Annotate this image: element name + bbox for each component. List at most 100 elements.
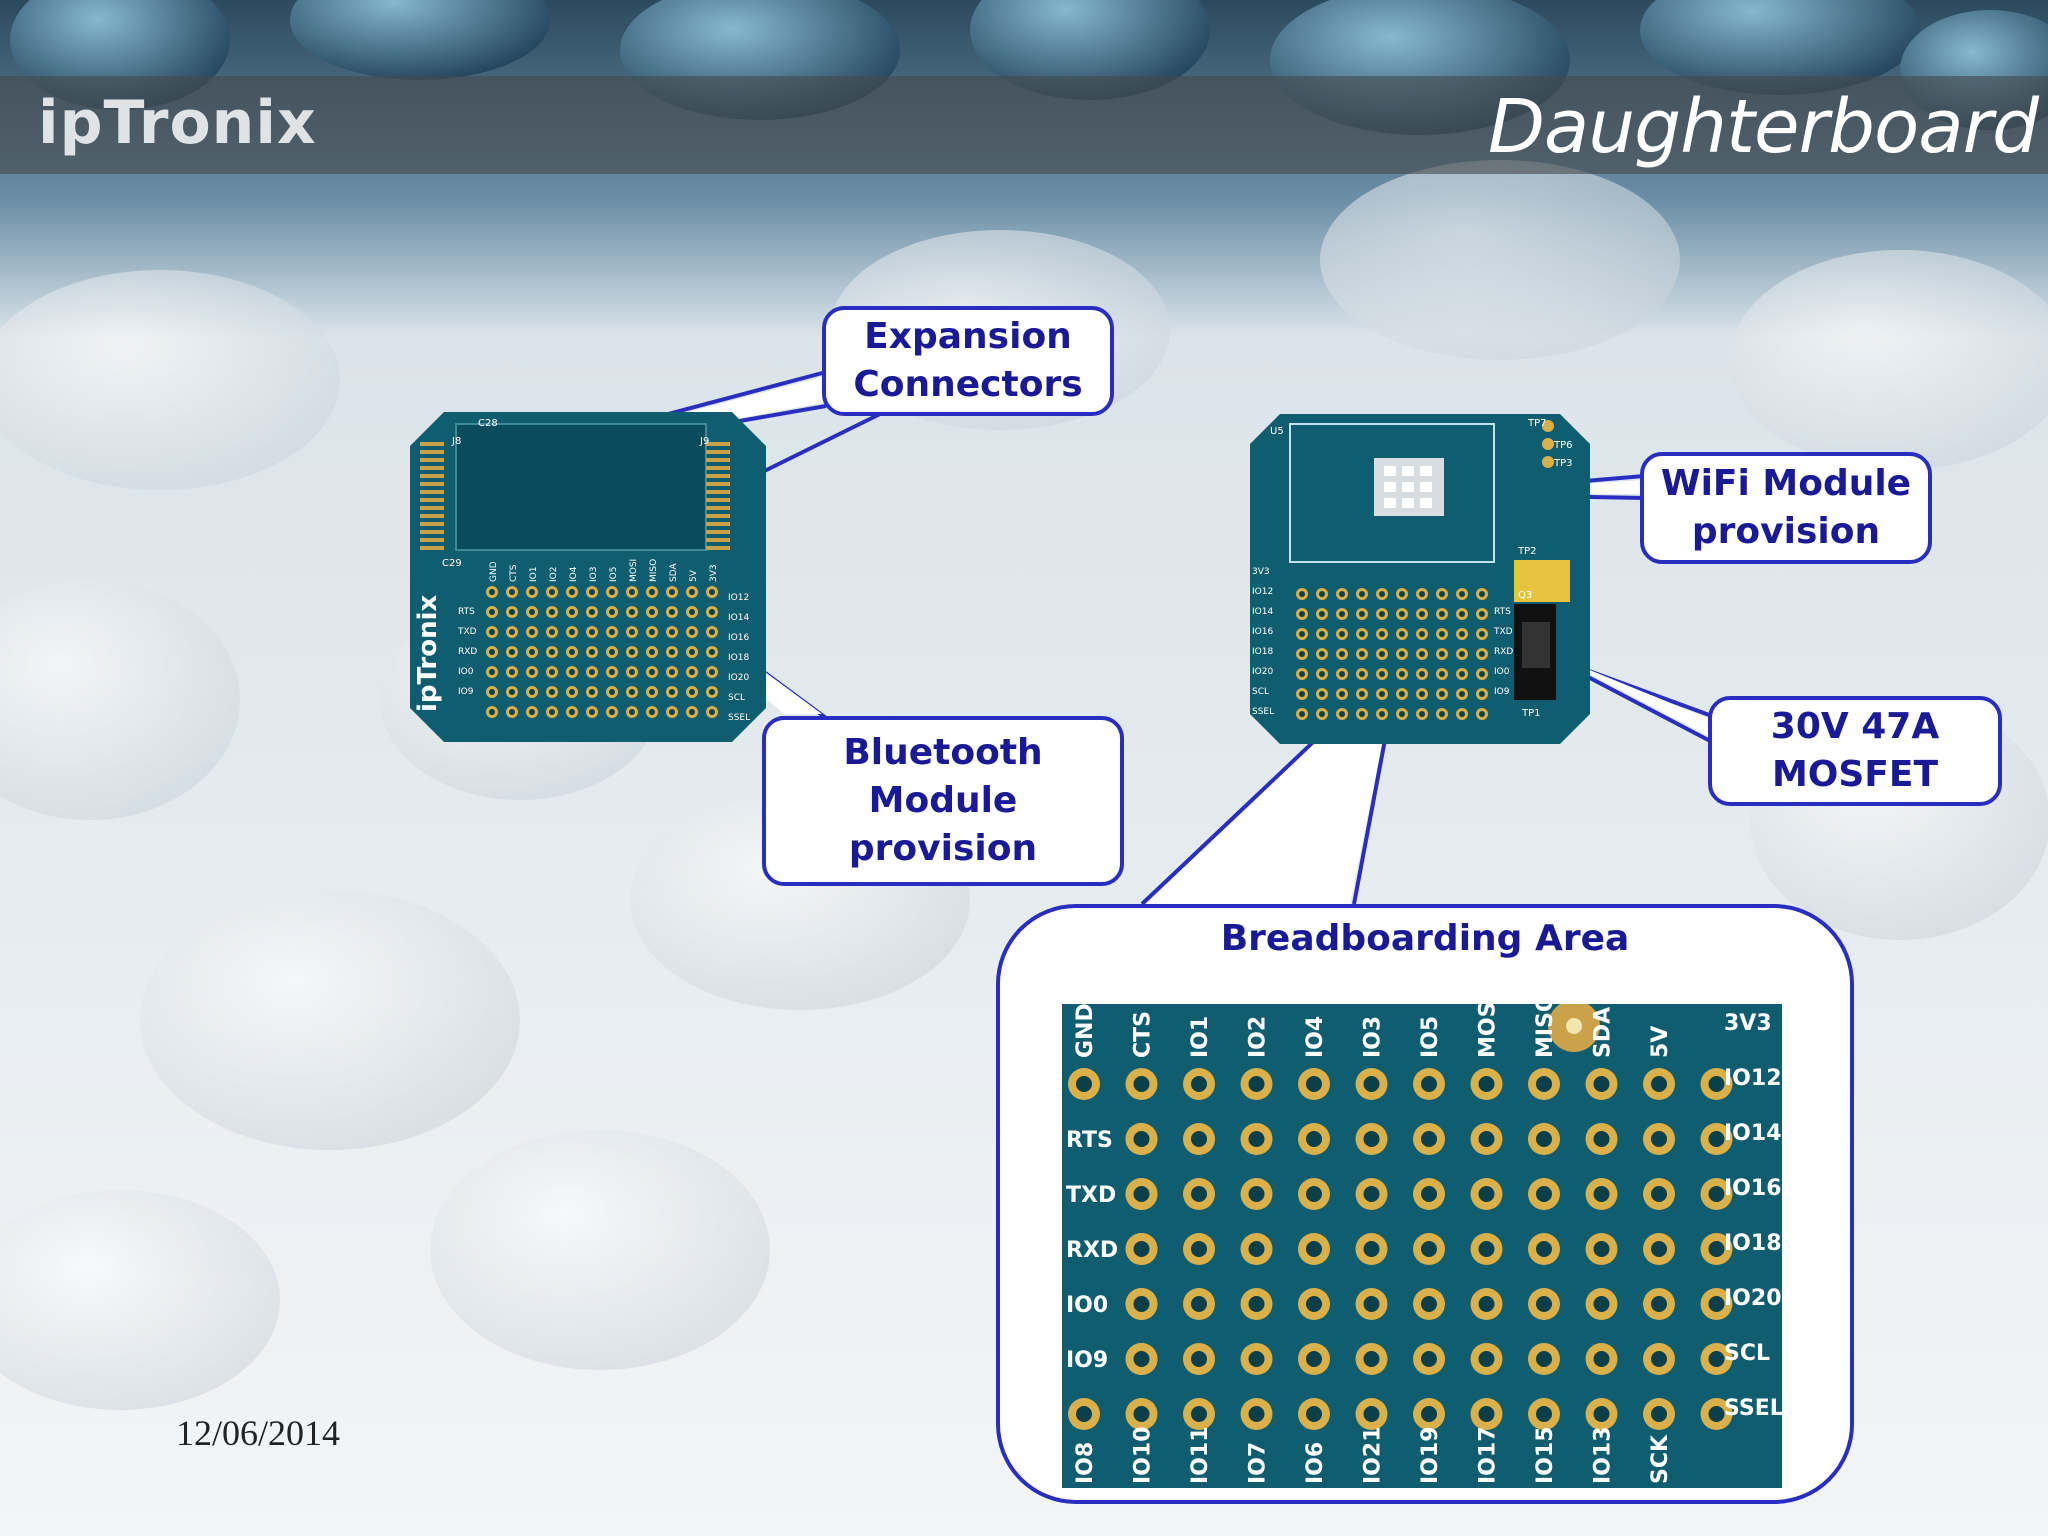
zoom-pad [1528,1068,1560,1100]
zoom-top-label: GND [1073,1004,1098,1058]
left-board-top-label: MOSI [629,559,639,582]
expansion-pin [420,474,444,478]
left-board-pad [526,686,538,698]
right-board-pad [1396,628,1408,640]
zoom-pad [1183,1068,1215,1100]
right-board-pad [1296,588,1308,600]
zoom-pad [1585,1343,1618,1375]
right-board-label: TP1 [1521,708,1541,719]
expansion-pin [420,522,444,526]
expansion-pin [706,514,730,518]
left-board-right-label: IO20 [728,673,749,683]
zoom-top-label: IO5 [1418,1016,1443,1058]
right-board-pad [1356,588,1368,600]
right-board-pad [1396,668,1408,680]
right-board-right-label: IO9 [1494,687,1510,697]
zoom-pad [1183,1178,1215,1210]
left-board-pad [706,686,718,698]
left-board-pad [486,606,498,618]
right-board-pad [1296,648,1308,660]
left-board-pad [506,686,518,698]
right-board-pad [1336,588,1348,600]
zoom-pad [1700,1398,1733,1430]
left-board-pad [546,626,558,638]
left-board-j9: J9 [699,436,709,447]
zoom-pad [1125,1343,1158,1375]
expansion-pin [706,530,730,534]
right-board-pad [1296,668,1308,680]
left-board-cap-c29: C29 [442,558,462,569]
zoom-pad [1298,1123,1330,1155]
left-board-pad [686,686,698,698]
zoom-pad [1470,1343,1503,1375]
zoom-pad [1643,1288,1675,1320]
zoom-bottom-label: IO7 [1246,1442,1271,1484]
left-board-right-label: IO18 [728,653,749,663]
left-board-pad [706,706,718,718]
left-board-pad [526,626,538,638]
zoom-pad [1125,1123,1158,1155]
left-board-pad [686,606,698,618]
right-board-pad [1396,708,1408,720]
zoom-left-label: TXD [1066,1183,1116,1208]
zoom-pad [1183,1343,1215,1375]
zoom-pad [1700,1233,1733,1265]
expansion-pin [706,522,730,526]
left-board-top-label: IO3 [589,567,599,582]
left-board-pad [606,686,618,698]
zoom-pad [1643,1343,1675,1375]
left-board-top-label: CTS [509,564,519,582]
right-board-pad [1336,628,1348,640]
right-board-pad [1336,648,1348,660]
zoom-pad [1355,1398,1388,1430]
left-board-pad [586,686,598,698]
zoom-top-label: IO2 [1246,1016,1271,1058]
expansion-pin [420,442,444,446]
right-board-left-label: IO20 [1252,667,1273,677]
zoom-left-label: RXD [1066,1238,1118,1263]
left-board-right-label: IO16 [728,633,749,643]
right-board-pad [1436,708,1448,720]
left-board-pad [706,666,718,678]
right-board-pad [1376,648,1388,660]
header-bar [0,76,2048,174]
zoom-pad [1470,1178,1503,1210]
zoom-pad [1068,1398,1100,1430]
left-board-pad [666,586,678,598]
callout-wifi-module: WiFi Module provision [1640,452,1932,564]
left-board-pad [666,666,678,678]
brand-logo-text: ipTronix [38,88,317,158]
left-board-pad [506,706,518,718]
left-board-pad [486,586,498,598]
right-board-pad [1316,628,1328,640]
left-board-pad [546,706,558,718]
left-board-top-label: IO2 [549,567,559,582]
zoom-pad [1643,1233,1675,1265]
expansion-pin [420,482,444,486]
left-board-pad [526,586,538,598]
right-board-pad [1316,588,1328,600]
left-board-pad [606,666,618,678]
right-board-pad [1476,608,1488,620]
wifi-pad [1384,466,1396,476]
left-board-pad [626,706,638,718]
right-board-pad [1456,608,1468,620]
left-board-pad [586,606,598,618]
zoom-pad [1413,1068,1445,1100]
right-board-pad [1396,608,1408,620]
right-board-pad [1476,628,1488,640]
zoom-pad [1068,1068,1100,1100]
left-board-pad [626,626,638,638]
zoom-pad [1183,1288,1215,1320]
left-board-left-label: IO9 [458,687,474,697]
left-board-pad [526,646,538,658]
left-board-right-label: IO14 [728,613,749,623]
right-board-pad [1316,668,1328,680]
zoom-left-label: IO0 [1066,1293,1108,1318]
zoom-pad [1413,1178,1445,1210]
left-board-pad [626,606,638,618]
right-board-left-label: IO18 [1252,647,1273,657]
zoom-pad [1355,1178,1388,1210]
right-board-label: Q3 [1518,590,1532,601]
